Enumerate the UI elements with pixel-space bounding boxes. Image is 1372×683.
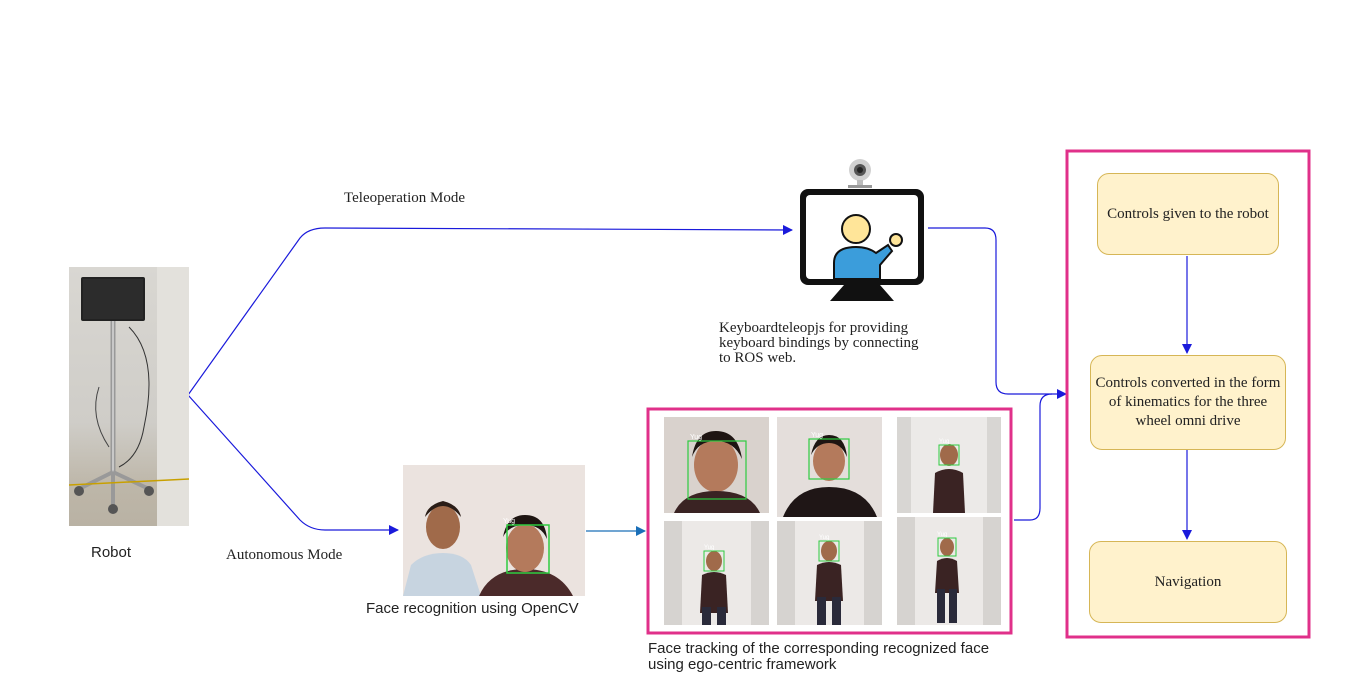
tracking-frame-5: Yug xyxy=(777,521,882,625)
tracking-frame-4: Yug xyxy=(664,521,769,625)
flow-frame xyxy=(1065,149,1311,639)
keyboard-description: Keyboardteleopjs for providing keyboard … xyxy=(719,321,919,366)
navigation-box: Navigation xyxy=(1089,541,1287,623)
face-recognition-photo: Yug xyxy=(403,465,585,596)
face-tag-1: Yug xyxy=(690,434,702,441)
face-tag-3: Yug xyxy=(939,439,949,445)
robot-illustration xyxy=(69,267,189,526)
autonomous-arrow xyxy=(187,394,399,535)
face-tracking-grid: Yug Yug Yug Yug Yug Yug xyxy=(661,417,1001,625)
controls-given-box: Controls given to the robot xyxy=(1097,173,1279,255)
face-tag-5: Yug xyxy=(819,535,829,541)
face-tracking-label-line-2: using ego-centric framework xyxy=(648,656,837,673)
face-recognition-label: Face recognition using OpenCV xyxy=(366,600,579,617)
keyboard-description-line-2: keyboard bindings by connecting xyxy=(719,335,919,351)
teleop-mode-label: Teleoperation Mode xyxy=(344,190,465,206)
tracking-to-kinematics-arrow xyxy=(1014,393,1053,521)
teleop-monitor-icon xyxy=(800,159,924,301)
navigation-text: Navigation xyxy=(1154,573,1222,590)
face-tag-main: Yug xyxy=(503,518,515,525)
tracking-frame-2: Yug xyxy=(777,417,882,517)
robot-photo xyxy=(69,267,189,526)
controls-given-text: Controls given to the robot xyxy=(1107,205,1269,222)
tracking-frame-1: Yug xyxy=(664,417,769,513)
face-tag-4: Yug xyxy=(704,545,714,551)
face-tracking-label-line-1: Face tracking of the corresponding recog… xyxy=(648,640,990,657)
tracking-frame-3: Yug xyxy=(897,417,1001,513)
face-tag-6: Yug xyxy=(937,532,947,538)
face-tag-2: Yug xyxy=(811,432,823,439)
robot-label: Robot xyxy=(91,544,132,561)
tracking-frame xyxy=(646,407,1013,635)
kinematics-box: Controls converted in the form of kinema… xyxy=(1090,355,1286,450)
face-tracking-label: Face tracking of the corresponding recog… xyxy=(648,641,989,673)
teleop-to-kinematics-arrow xyxy=(928,227,1067,399)
autonomous-mode-label: Autonomous Mode xyxy=(226,547,343,563)
kinematics-text: Controls converted in the form of kinema… xyxy=(1095,375,1281,429)
face-recognition-illustration: Yug xyxy=(403,465,585,596)
keyboard-description-line-1: Keyboardteleopjs for providing xyxy=(719,320,909,336)
tracking-frame-6: Yug xyxy=(897,517,1001,625)
keyboard-description-line-3: to ROS web. xyxy=(719,350,797,366)
teleop-arrow xyxy=(187,224,793,396)
